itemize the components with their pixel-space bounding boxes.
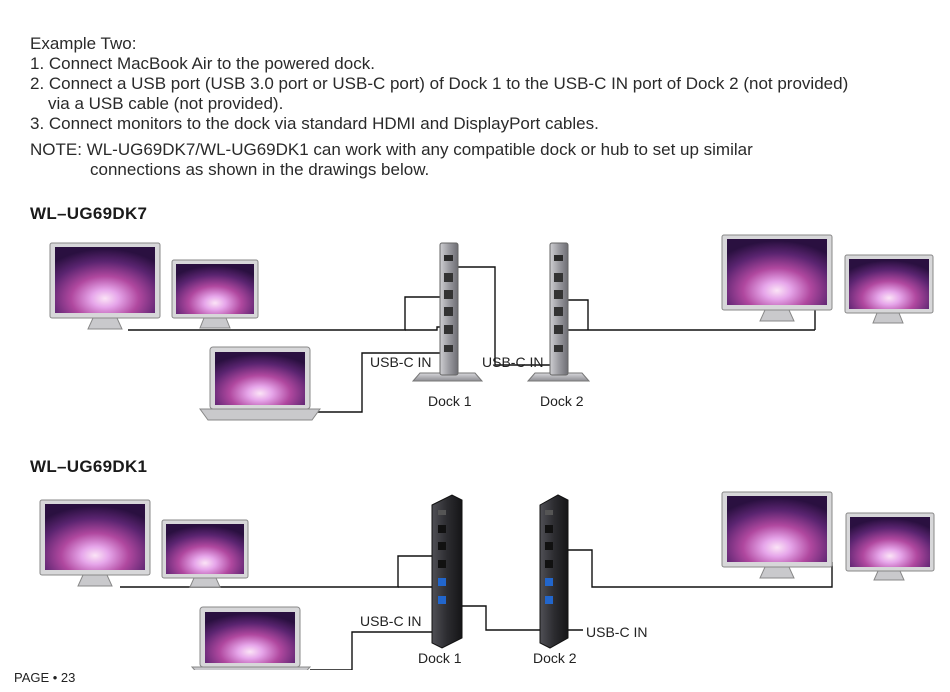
instructions: Example Two: 1. Connect MacBook Air to t… xyxy=(30,34,930,180)
dock1-port-label: USB-C IN xyxy=(370,354,431,370)
monitor-icon xyxy=(844,254,934,324)
cable xyxy=(455,266,552,366)
cable xyxy=(128,296,445,331)
diagram1-title: WL–UG69DK7 xyxy=(30,204,148,223)
dock1-label: Dock 1 xyxy=(428,393,472,409)
monitor-icon xyxy=(161,519,249,588)
instruction-step-2-cont: via a USB cable (not provided). xyxy=(48,94,284,113)
page-number: PAGE • 23 xyxy=(14,670,76,685)
monitor-icon xyxy=(845,512,935,581)
monitor-icon xyxy=(171,259,259,329)
dock-icon xyxy=(526,242,591,382)
dock-icon xyxy=(431,494,463,649)
cable xyxy=(120,555,436,588)
monitor-icon xyxy=(39,499,151,587)
monitor-icon xyxy=(49,242,161,330)
dock2-port-label: USB-C IN xyxy=(482,354,543,370)
diagram2: USB-C IN USB-C IN Dock 1 Dock 2 xyxy=(39,491,935,670)
cable xyxy=(310,631,436,670)
diagram2-title: WL–UG69DK1 xyxy=(30,457,148,476)
monitor-icon xyxy=(721,234,833,322)
cable xyxy=(568,299,589,330)
dock1-label: Dock 1 xyxy=(418,650,462,666)
laptop-icon xyxy=(190,606,312,670)
dock-icon xyxy=(411,242,484,382)
diagram1-cables xyxy=(128,266,816,413)
monitor-icon xyxy=(721,491,833,579)
dock1-port-label: USB-C IN xyxy=(360,613,421,629)
laptop-icon xyxy=(199,346,321,421)
instructions-heading: Example Two: xyxy=(30,34,137,53)
cable xyxy=(405,326,445,331)
dock2-label: Dock 2 xyxy=(540,393,584,409)
dock-icon xyxy=(539,494,569,649)
instruction-step-2: 2. Connect a USB port (USB 3.0 port or U… xyxy=(30,74,849,93)
instruction-step-1: 1. Connect MacBook Air to the powered do… xyxy=(30,54,375,73)
diagram2-cables xyxy=(120,549,833,670)
note: NOTE: WL-UG69DK7/WL-UG69DK1 can work wit… xyxy=(30,140,753,159)
diagram1: USB-C IN USB-C IN Dock 1 Dock 2 xyxy=(49,234,934,421)
cable xyxy=(458,605,544,631)
instruction-step-3: 3. Connect monitors to the dock via stan… xyxy=(30,114,599,133)
note-cont: connections as shown in the drawings bel… xyxy=(90,160,430,179)
cable xyxy=(565,549,833,588)
dock2-label: Dock 2 xyxy=(533,650,577,666)
cable xyxy=(318,352,445,413)
dock2-port-label: USB-C IN xyxy=(586,624,647,640)
